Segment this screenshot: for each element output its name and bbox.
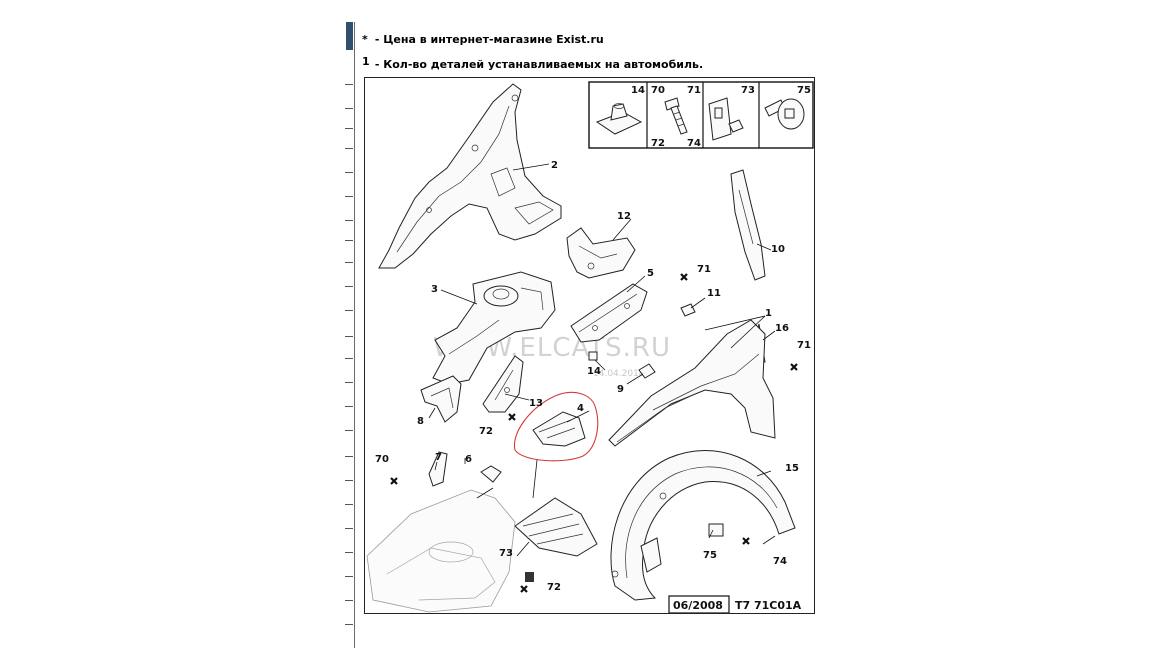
fastener-inset: 14 70 71 72 74 73 75 (588, 81, 814, 149)
leader-lines (428, 163, 776, 557)
watermark-date: 14.04.2014 (593, 369, 645, 379)
legend-price-note: * - Цена в интернет-магазине Exist.ru (362, 33, 604, 46)
label-1: 1 (765, 308, 772, 319)
left-gutter-rule (344, 22, 355, 648)
legend-superscript-one: 1 (362, 55, 370, 68)
part-3-strut-housing (432, 271, 556, 385)
label-72-upper: 72 (479, 426, 493, 437)
label-4: 4 (577, 403, 584, 414)
label-75: 75 (703, 550, 717, 561)
part-11-clip (680, 303, 696, 317)
label-73: 73 (499, 548, 513, 559)
reference-code: T7 71C01A (735, 599, 802, 612)
inset-label-74: 74 (687, 138, 701, 149)
date-code: 06/2008 (673, 599, 723, 612)
part-6-clip (480, 465, 502, 483)
label-16: 16 (775, 323, 789, 334)
part-7-clip (428, 451, 448, 487)
part-8-bracket (420, 375, 462, 423)
part-9-clip (638, 363, 656, 379)
inset-label-70: 70 (651, 85, 665, 96)
label-11: 11 (707, 288, 721, 299)
part-5-side-rail (570, 283, 648, 343)
label-15: 15 (785, 463, 799, 474)
part-4-support (513, 391, 599, 557)
part-13-bracket (482, 355, 524, 413)
label-71-top: 71 (697, 264, 711, 275)
inset-bolt-70 (664, 97, 688, 135)
label-2: 2 (551, 160, 558, 171)
legend-price-text: - Цена в интернет-магазине Exist.ru (371, 33, 604, 46)
parts-diagram: WWW.ELCATS.RU 14.04.2014 14 70 71 72 74 … (364, 77, 815, 614)
label-70: 70 (375, 454, 389, 465)
label-14: 14 (587, 366, 601, 377)
part-1-fender (608, 319, 776, 447)
label-3: 3 (431, 284, 438, 295)
engine-bay-floor (366, 489, 516, 613)
part-14-square (588, 351, 598, 361)
part-10-trim (730, 169, 766, 281)
label-10: 10 (771, 244, 785, 255)
fastener-markers (390, 273, 798, 593)
gutter-accent-bar (346, 22, 353, 50)
inset-label-75: 75 (797, 85, 811, 96)
inset-label-72: 72 (651, 138, 665, 149)
label-12: 12 (617, 211, 631, 222)
label-9: 9 (617, 384, 624, 395)
inset-label-73: 73 (741, 85, 755, 96)
label-13: 13 (529, 398, 543, 409)
label-71-right: 71 (797, 340, 811, 351)
label-5: 5 (647, 268, 654, 279)
inset-pushpin-75 (764, 98, 805, 130)
part-12-bracket (566, 227, 636, 279)
inset-label-71: 71 (687, 85, 701, 96)
part-2-upper-rail (378, 83, 562, 269)
label-74: 74 (773, 556, 787, 567)
inset-label-14: 14 (631, 85, 645, 96)
diagram-footer: 06/2008 T7 71C01A (668, 595, 802, 613)
part-callouts: 2 3 12 5 4 13 8 10 11 1 16 71 71 9 14 15… (375, 160, 811, 593)
label-7: 7 (435, 452, 442, 463)
label-72-lower: 72 (547, 582, 561, 593)
inset-mount-14 (595, 103, 643, 135)
legend-quantity-text: - Кол-во деталей устанавливаемых на авто… (371, 58, 704, 71)
highlight-circle (513, 391, 599, 462)
inset-clip-73 (708, 97, 744, 141)
label-6: 6 (465, 454, 472, 465)
legend-asterisk: * (362, 33, 368, 46)
label-8: 8 (417, 416, 424, 427)
part-15-wheel-liner (610, 450, 796, 601)
legend-quantity-note: 1 - Кол-во деталей устанавливаемых на ав… (362, 55, 703, 71)
